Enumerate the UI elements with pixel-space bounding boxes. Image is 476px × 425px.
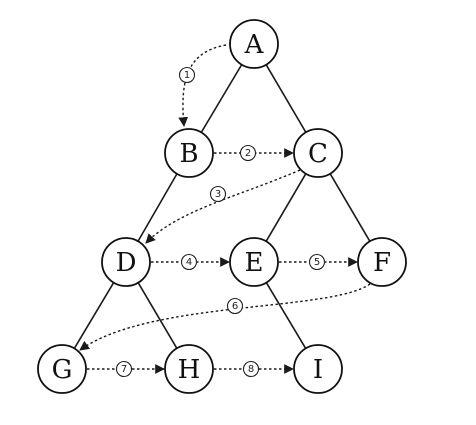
step-marker-circle — [242, 360, 260, 378]
edge-e-i — [265, 282, 307, 349]
node-b: B — [164, 128, 214, 178]
node-e: E — [229, 237, 279, 287]
step-marker-3: 3 — [209, 185, 227, 203]
step-marker-circle — [180, 253, 198, 271]
node-circle — [357, 237, 407, 287]
node-label: E — [245, 248, 264, 278]
edge-d-g — [73, 282, 115, 349]
step-marker-label: 2 — [245, 148, 251, 159]
step-marker-label: 3 — [215, 189, 221, 200]
step-marker-circle — [226, 297, 244, 315]
step-marker-label: 6 — [232, 301, 238, 312]
step-marker-label: 5 — [314, 257, 320, 268]
step-marker-circle — [115, 360, 133, 378]
edge-b-d — [137, 173, 178, 242]
traversal-arrow-3 — [145, 169, 301, 244]
step-marker-2: 2 — [239, 144, 257, 162]
node-circle — [229, 19, 279, 69]
step-marker-circle — [308, 253, 326, 271]
edge-a-b — [200, 64, 243, 133]
node-d: D — [101, 237, 151, 287]
node-label: F — [373, 248, 391, 278]
node-label: D — [116, 248, 137, 278]
node-a: A — [229, 19, 279, 69]
node-label: H — [178, 355, 201, 385]
node-f: F — [357, 237, 407, 287]
node-circle — [293, 344, 343, 394]
step-marker-6: 6 — [226, 297, 244, 315]
node-c: C — [293, 128, 343, 178]
node-circle — [164, 344, 214, 394]
tree-edges — [73, 64, 371, 349]
edge-a-c — [265, 64, 307, 133]
traversal-arrow-6 — [79, 283, 371, 351]
node-label: B — [179, 139, 198, 169]
step-marker-circle — [209, 185, 227, 203]
step-marker-7: 7 — [115, 360, 133, 378]
node-h: H — [164, 344, 214, 394]
node-circle — [101, 237, 151, 287]
node-circle — [229, 237, 279, 287]
step-marker-8: 8 — [242, 360, 260, 378]
node-i: I — [293, 344, 343, 394]
step-marker-label: 1 — [184, 70, 190, 81]
step-marker-label: 7 — [121, 364, 127, 375]
step-marker-label: 8 — [248, 364, 254, 375]
node-label: I — [313, 355, 323, 385]
step-marker-label: 4 — [186, 257, 192, 268]
edge-c-f — [329, 173, 371, 242]
tree-nodes: A B C D E F G H I — [37, 19, 407, 394]
node-circle — [293, 128, 343, 178]
node-label: A — [244, 30, 265, 60]
traversal-arrow-1 — [178, 44, 227, 127]
node-circle — [164, 128, 214, 178]
node-g: G — [37, 344, 87, 394]
node-circle — [37, 344, 87, 394]
edge-d-h — [137, 282, 178, 349]
node-label: C — [308, 139, 328, 169]
step-marker-1: 1 — [178, 66, 196, 84]
step-marker-4: 4 — [180, 253, 198, 271]
traversal-step-markers: 1 2 3 4 5 6 7 8 — [115, 66, 326, 378]
step-marker-5: 5 — [308, 253, 326, 271]
edge-c-e — [265, 173, 307, 242]
step-marker-circle — [178, 66, 196, 84]
node-label: G — [52, 355, 73, 385]
step-marker-circle — [239, 144, 257, 162]
